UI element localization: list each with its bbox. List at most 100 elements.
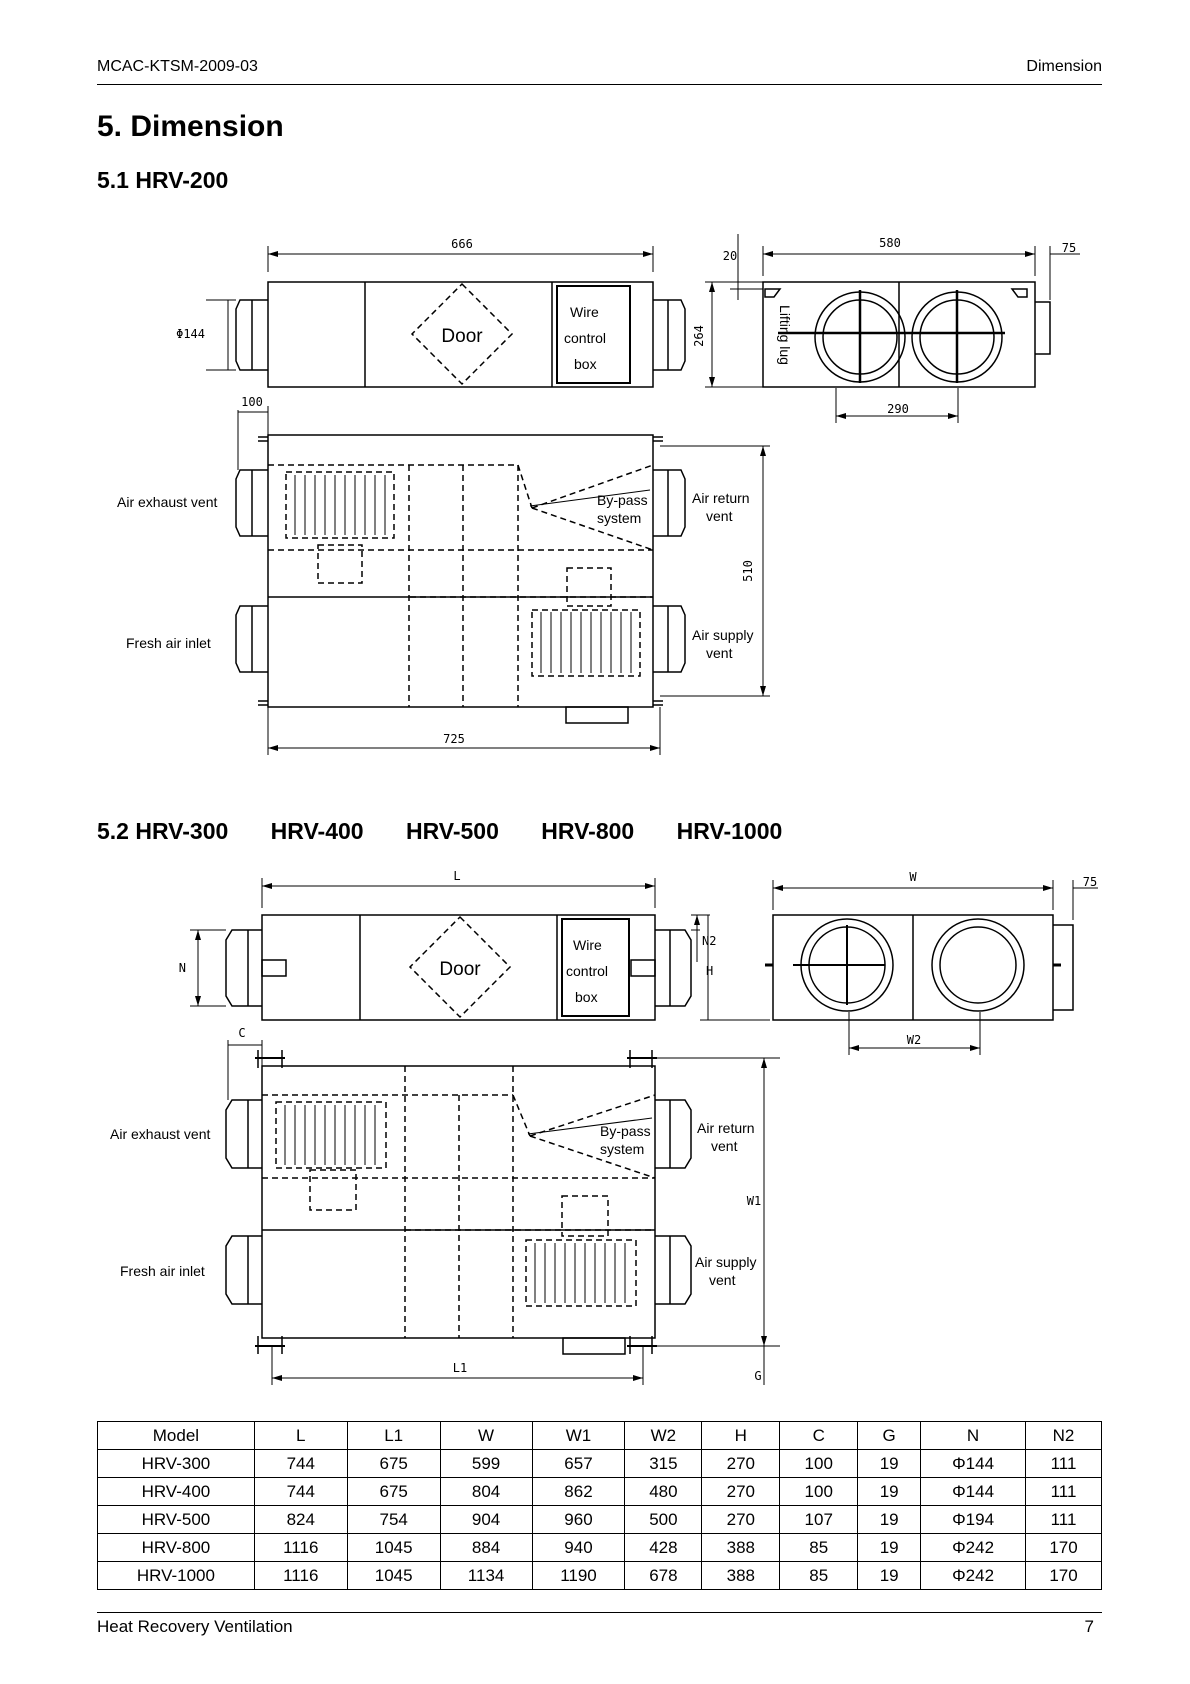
table-header-row: Model L L1 W W1 W2 H C G N N2	[97, 1421, 1102, 1450]
door-outline-2	[408, 915, 512, 1019]
table-cell: 1116	[253, 1533, 348, 1562]
section-1-heading: 5.1 HRV-200	[97, 167, 229, 193]
table-cell: 1116	[253, 1561, 348, 1590]
table-cell: 675	[346, 1449, 441, 1478]
page-title: 5. Dimension	[97, 110, 284, 143]
air-supply-label-2a: Air supply	[695, 1254, 756, 1270]
table-cell: HRV-800	[97, 1533, 255, 1562]
table-cell: 100	[779, 1477, 859, 1506]
col-model: Model	[97, 1421, 255, 1450]
dim-20: 20	[723, 249, 737, 263]
col-C: C	[779, 1421, 859, 1450]
table-cell: 170	[1025, 1561, 1102, 1590]
dim-75-2: 75	[1083, 875, 1097, 889]
table-cell: 85	[779, 1561, 859, 1590]
table-cell: 19	[857, 1477, 922, 1506]
col-N2: N2	[1025, 1421, 1102, 1450]
table-cell: 480	[624, 1477, 703, 1506]
dim-580: 580	[879, 236, 901, 250]
table-cell: HRV-300	[97, 1449, 255, 1478]
hrv-series-drawing: L N N2 H Door Wire control box W 75 W2	[110, 869, 1098, 1385]
col-L1: L1	[346, 1421, 441, 1450]
table-cell: 111	[1025, 1505, 1102, 1534]
dim-H: H	[706, 964, 713, 978]
table-cell: 804	[439, 1477, 533, 1506]
footer-title: Heat Recovery Ventilation	[97, 1617, 293, 1636]
air-supply-label-2b: vent	[709, 1272, 736, 1288]
dim-phi144: Φ144	[176, 327, 205, 341]
table-cell: 657	[531, 1449, 626, 1478]
heading-hrv-1000: HRV-1000	[676, 818, 783, 844]
table-cell: 388	[701, 1561, 781, 1590]
table-cell: 170	[1025, 1533, 1102, 1562]
bypass-label-2b: system	[600, 1141, 644, 1157]
bypass-label-2a: By-pass	[600, 1123, 651, 1139]
hrv-200-drawing: 666 Φ144 Door Wire control box 580 75 20…	[117, 234, 1080, 755]
table-cell: Φ242	[920, 1561, 1027, 1590]
control-label-2: control	[566, 963, 608, 979]
air-supply-label-1: Air supply	[692, 627, 753, 643]
col-N: N	[920, 1421, 1027, 1450]
heading-hrv-800: HRV-800	[541, 818, 635, 844]
table-cell: 500	[624, 1505, 703, 1534]
table-cell: 111	[1025, 1449, 1102, 1478]
bypass-label-1: By-pass	[597, 492, 648, 508]
col-H: H	[701, 1421, 781, 1450]
table-cell: 884	[439, 1533, 533, 1562]
air-exhaust-label-2: Air exhaust vent	[110, 1126, 210, 1142]
page-footer: Heat Recovery Ventilation 7	[97, 1612, 1102, 1636]
table-cell: 19	[857, 1505, 922, 1534]
table-cell: 19	[857, 1561, 922, 1590]
air-return-label-2a: Air return	[697, 1120, 755, 1136]
table-cell: 904	[439, 1505, 533, 1534]
air-return-label-2: vent	[706, 508, 733, 524]
table-cell: 85	[779, 1533, 859, 1562]
table-cell: 1134	[439, 1561, 533, 1590]
dim-510: 510	[741, 560, 755, 582]
dim-G: G	[754, 1369, 761, 1383]
table-cell: 678	[624, 1561, 703, 1590]
fresh-air-label-2: Fresh air inlet	[120, 1263, 205, 1279]
dim-100: 100	[241, 395, 263, 409]
table-cell: 862	[531, 1477, 626, 1506]
table-cell: 1045	[346, 1533, 441, 1562]
table-cell: Φ144	[920, 1449, 1027, 1478]
table-cell: 111	[1025, 1477, 1102, 1506]
wire-control-box-2	[561, 918, 630, 1017]
wire-control-box	[556, 285, 631, 384]
box-label: box	[574, 356, 597, 372]
dim-290: 290	[887, 402, 909, 416]
table-cell: 960	[531, 1505, 626, 1534]
col-W1: W1	[531, 1421, 626, 1450]
table-cell: 107	[779, 1505, 859, 1534]
dim-C: C	[238, 1026, 245, 1040]
heading-hrv-500: HRV-500	[405, 818, 499, 844]
air-exhaust-label: Air exhaust vent	[117, 494, 217, 510]
header-section: Dimension	[1026, 58, 1102, 75]
page-number: 7	[1084, 1617, 1094, 1636]
fresh-air-label: Fresh air inlet	[126, 635, 211, 651]
table-cell: 744	[253, 1477, 348, 1506]
table-cell: Φ144	[920, 1477, 1027, 1506]
col-L: L	[253, 1421, 348, 1450]
table-cell: 824	[253, 1505, 348, 1534]
table-cell: Φ242	[920, 1533, 1027, 1562]
dim-W2: W2	[907, 1033, 921, 1047]
table-cell: 388	[701, 1533, 781, 1562]
table-cell: 100	[779, 1449, 859, 1478]
box-label-2: box	[575, 989, 598, 1005]
dim-L1: L1	[453, 1361, 467, 1375]
table-cell: 1190	[531, 1561, 626, 1590]
table-cell: 1045	[346, 1561, 441, 1590]
section-2-heading: 5.2 HRV-300 HRV-400 HRV-500 HRV-800 HRV-…	[97, 818, 818, 845]
door-label: Door	[441, 326, 483, 347]
table-cell: 315	[624, 1449, 703, 1478]
dim-725: 725	[443, 732, 465, 746]
table-cell: 19	[857, 1449, 922, 1478]
dim-N2: N2	[702, 934, 716, 948]
table-cell: 599	[439, 1449, 533, 1478]
